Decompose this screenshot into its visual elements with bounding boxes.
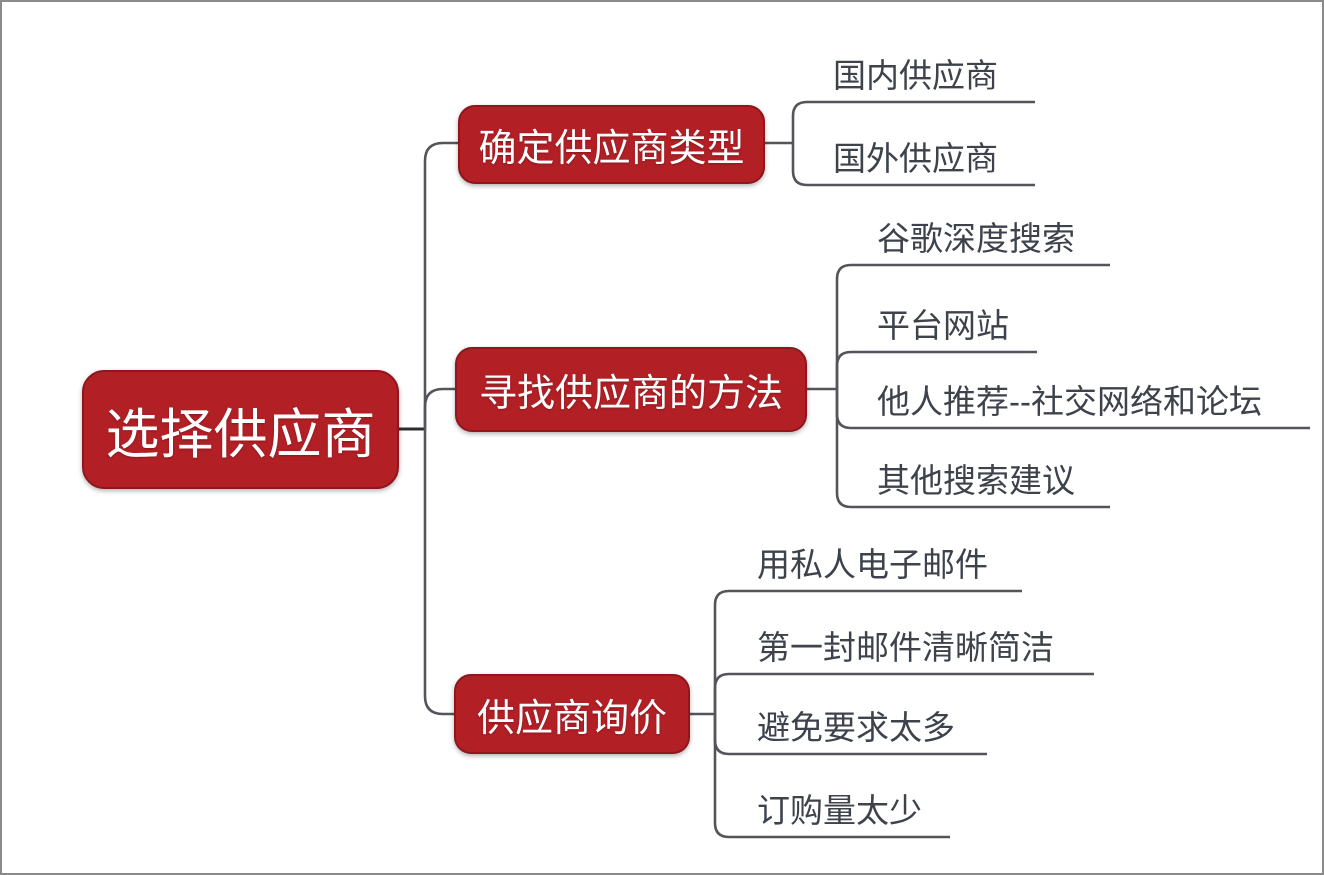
leaf-node-3-2[interactable]: 第一封邮件清晰简洁 bbox=[757, 629, 1054, 666]
branch-node-1[interactable]: 确定供应商类型 bbox=[458, 105, 765, 184]
branch-node-2[interactable]: 寻找供应商的方法 bbox=[455, 347, 807, 432]
connector-branch2-child1 bbox=[835, 263, 1110, 389]
leaf-node-2-4[interactable]: 其他搜索建议 bbox=[877, 462, 1075, 499]
connector-branch1-child1 bbox=[791, 100, 1035, 143]
root-node[interactable]: 选择供应商 bbox=[82, 370, 399, 489]
connector-branch1-child2 bbox=[791, 143, 1035, 187]
leaf-node-1-2[interactable]: 国外供应商 bbox=[833, 140, 998, 177]
leaf-node-2-2[interactable]: 平台网站 bbox=[877, 307, 1009, 344]
leaf-node-3-3[interactable]: 避免要求太多 bbox=[757, 709, 955, 746]
leaf-node-1-1[interactable]: 国内供应商 bbox=[833, 57, 998, 94]
connector-root-to-branch-2 bbox=[423, 387, 455, 429]
leaf-node-2-3[interactable]: 他人推荐--社交网络和论坛 bbox=[877, 383, 1262, 420]
leaf-node-2-1[interactable]: 谷歌深度搜索 bbox=[877, 220, 1075, 257]
leaf-node-3-1[interactable]: 用私人电子邮件 bbox=[757, 546, 988, 583]
connector-branch3-child4 bbox=[713, 714, 950, 839]
connector-branch2-child2 bbox=[835, 350, 1037, 389]
branch-node-3[interactable]: 供应商询价 bbox=[454, 674, 690, 754]
connector-root-to-branch-3 bbox=[423, 429, 454, 716]
leaf-node-3-4[interactable]: 订购量太少 bbox=[757, 792, 922, 829]
connector-branch2-child4 bbox=[835, 389, 1110, 509]
connector-branch3-child2 bbox=[713, 672, 1094, 714]
connector-root-to-branch-1 bbox=[423, 141, 458, 429]
connector-branch3-child1 bbox=[713, 589, 1022, 714]
